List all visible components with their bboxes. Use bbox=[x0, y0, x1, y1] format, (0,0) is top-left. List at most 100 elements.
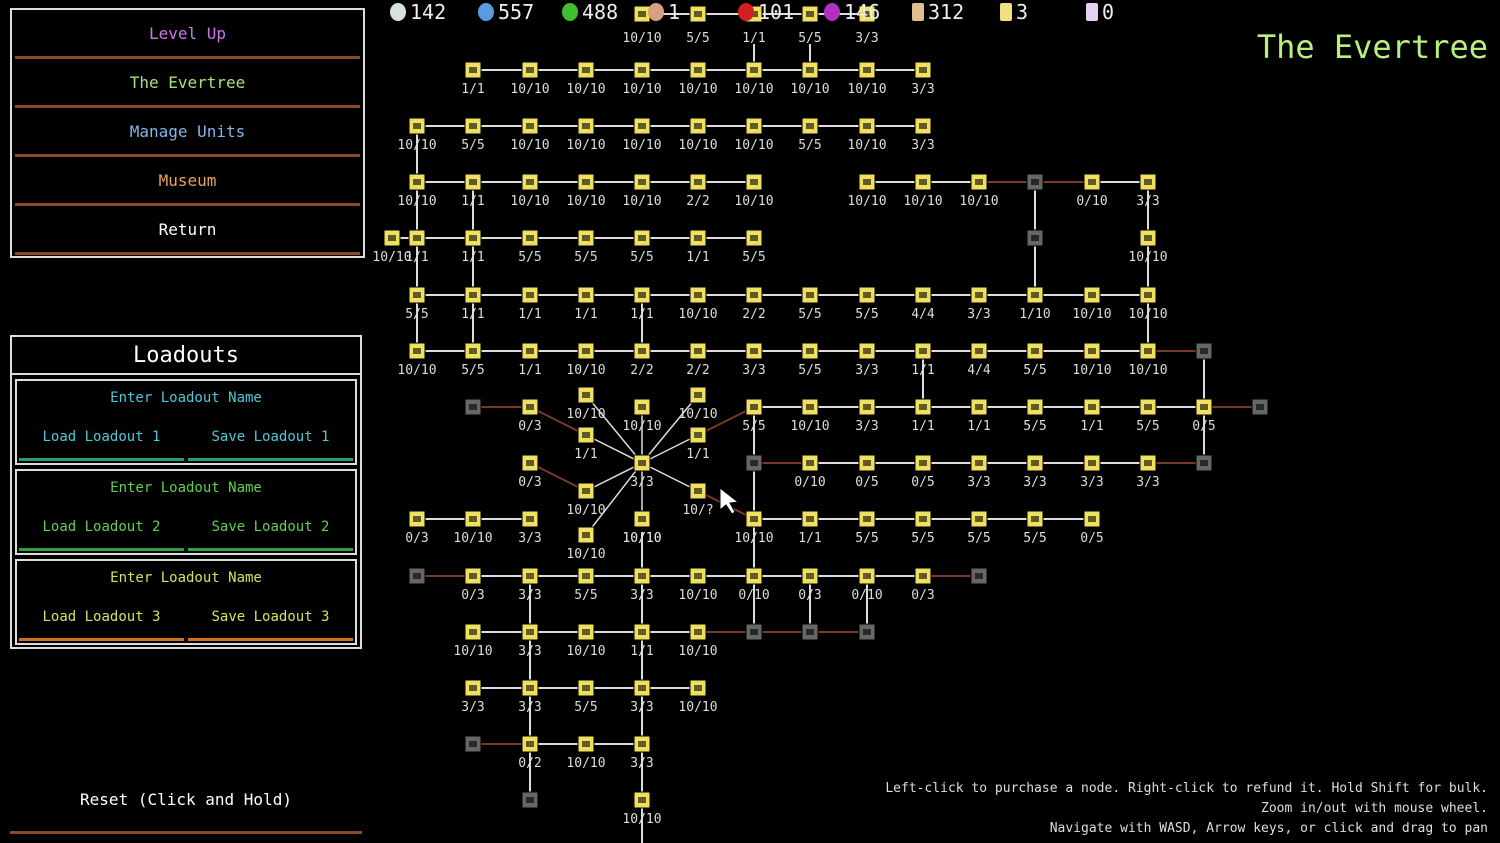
tree-node[interactable]: 4/4 bbox=[911, 286, 935, 322]
tree-node[interactable]: 10/10 bbox=[566, 623, 606, 659]
tree-node[interactable]: 5/5 bbox=[574, 229, 598, 265]
tree-node[interactable]: 0/10 bbox=[794, 454, 826, 490]
tree-node[interactable]: 0/3 bbox=[461, 567, 485, 603]
evertree-button[interactable]: The Evertree bbox=[15, 59, 360, 108]
tree-node[interactable]: 0/10 bbox=[1076, 173, 1108, 209]
tree-node[interactable]: 10/10 bbox=[397, 342, 437, 378]
tree-node[interactable]: 10/10 bbox=[678, 117, 718, 153]
tree-node[interactable]: 10/10 bbox=[622, 61, 662, 97]
tree-node[interactable]: 10/10 bbox=[678, 567, 718, 603]
tree-node[interactable]: 0/3 bbox=[405, 510, 429, 546]
tree-node[interactable]: 5/5 bbox=[461, 117, 485, 153]
save-loadout-button[interactable]: Save Loadout 1 bbox=[188, 415, 353, 461]
tree-node[interactable]: 10/10 bbox=[622, 5, 662, 46]
tree-node[interactable]: 3/3 bbox=[630, 679, 654, 715]
tree-node[interactable]: 5/5 bbox=[798, 286, 822, 322]
tree-node[interactable]: 5/5 bbox=[855, 286, 879, 322]
tree-node[interactable]: 1/1 bbox=[911, 398, 935, 434]
tree-node[interactable]: 5/5 bbox=[461, 342, 485, 378]
tree-node[interactable]: 0/5 bbox=[855, 454, 879, 490]
tree-node[interactable]: 10/10 bbox=[566, 173, 606, 209]
tree-node[interactable]: 3/3 bbox=[1136, 454, 1160, 490]
tree-node[interactable]: 3/3 bbox=[911, 61, 935, 97]
tree-node-locked[interactable] bbox=[521, 791, 539, 809]
tree-node[interactable]: 5/5 bbox=[518, 229, 542, 265]
tree-node-locked[interactable] bbox=[464, 398, 482, 416]
tree-node[interactable]: 10/10 bbox=[397, 173, 437, 209]
tree-node[interactable]: 1/1 bbox=[686, 426, 710, 462]
tree-node[interactable]: 5/5 bbox=[686, 5, 710, 46]
tree-node[interactable]: 10/10 bbox=[510, 173, 550, 209]
tree-node[interactable]: 2/2 bbox=[742, 286, 766, 322]
tree-node[interactable]: 3/3 bbox=[855, 342, 879, 378]
tree-node[interactable]: 10/10 bbox=[678, 61, 718, 97]
tree-node[interactable]: 1/1 bbox=[461, 173, 485, 209]
tree-node[interactable]: 5/5 bbox=[1023, 342, 1047, 378]
tree-node[interactable]: 0/5 bbox=[1192, 398, 1216, 434]
tree-node-locked[interactable] bbox=[801, 623, 819, 641]
tree-node[interactable]: 1/10 bbox=[1019, 286, 1051, 322]
tree-node[interactable]: 2/2 bbox=[686, 342, 710, 378]
tree-node[interactable]: 1/1 bbox=[798, 510, 822, 546]
tree-node[interactable]: 10/10 bbox=[734, 173, 774, 209]
tree-node-locked[interactable] bbox=[1195, 454, 1213, 472]
tree-node[interactable]: 10/10 bbox=[903, 173, 943, 209]
tree-node[interactable]: 10/10 bbox=[1072, 286, 1112, 322]
tree-node[interactable]: 5/5 bbox=[798, 342, 822, 378]
tree-node[interactable]: 10/10 bbox=[510, 117, 550, 153]
tree-node[interactable]: 10/10 bbox=[1072, 342, 1112, 378]
tree-node[interactable]: 3/3 bbox=[742, 342, 766, 378]
tree-node[interactable]: 10/10 bbox=[622, 173, 662, 209]
tree-node[interactable]: 5/5 bbox=[967, 510, 991, 546]
tree-node[interactable]: 10/10 bbox=[566, 342, 606, 378]
tree-node[interactable]: 10/10 bbox=[847, 173, 887, 209]
tree-node[interactable]: 10/10 bbox=[372, 229, 412, 265]
tree-node[interactable]: 1/1 bbox=[405, 229, 429, 265]
tree-node[interactable]: 10/10 bbox=[790, 61, 830, 97]
tree-node-locked[interactable] bbox=[745, 623, 763, 641]
tree-node-locked[interactable] bbox=[464, 735, 482, 753]
tree-node[interactable]: 5/5 bbox=[742, 229, 766, 265]
tree-node[interactable]: 10/? bbox=[682, 482, 714, 518]
tree-node[interactable]: 10/10 bbox=[622, 117, 662, 153]
loadout-name-input[interactable]: Enter Loadout Name bbox=[110, 480, 262, 496]
tree-node[interactable]: 10/10 bbox=[566, 386, 606, 422]
load-loadout-button[interactable]: Load Loadout 2 bbox=[19, 505, 184, 551]
tree-node[interactable]: 10/10 bbox=[566, 117, 606, 153]
tree-node-locked[interactable] bbox=[858, 623, 876, 641]
tree-node-locked[interactable] bbox=[408, 567, 426, 585]
tree-node[interactable]: 4/4 bbox=[967, 342, 991, 378]
tree-node[interactable]: 5/5 bbox=[1136, 398, 1160, 434]
tree-node[interactable]: 3/3 bbox=[518, 567, 542, 603]
tree-node[interactable]: 1/1 bbox=[461, 61, 485, 97]
tree-node[interactable]: 1/1 bbox=[574, 286, 598, 322]
tree-node[interactable]: 3/3 bbox=[1023, 454, 1047, 490]
tree-node[interactable]: 3/3 bbox=[461, 679, 485, 715]
tree-node[interactable]: 1/1 bbox=[518, 342, 542, 378]
tree-node[interactable]: 3/3 bbox=[630, 567, 654, 603]
tree-node[interactable]: 3/3 bbox=[630, 735, 654, 771]
tree-node[interactable]: 1/1 bbox=[461, 286, 485, 322]
tree-node[interactable]: 3/3 bbox=[967, 454, 991, 490]
tree-node[interactable]: 10/10 bbox=[847, 117, 887, 153]
tree-node[interactable]: 3/3 bbox=[518, 679, 542, 715]
tree-node[interactable]: 1/1 bbox=[686, 229, 710, 265]
tree-node[interactable]: 10/10 bbox=[510, 61, 550, 97]
tree-node[interactable]: 10/10 bbox=[678, 679, 718, 715]
manage-units-button[interactable]: Manage Units bbox=[15, 108, 360, 157]
tree-node[interactable]: 5/5 bbox=[405, 286, 429, 322]
tree-node[interactable]: 3/3 bbox=[1136, 173, 1160, 209]
tree-node[interactable]: 3/3 bbox=[630, 454, 654, 490]
museum-button[interactable]: Museum bbox=[15, 157, 360, 206]
tree-node[interactable]: 3/3 bbox=[855, 398, 879, 434]
tree-node[interactable]: 5/5 bbox=[855, 510, 879, 546]
tree-node[interactable]: 3/3 bbox=[967, 286, 991, 322]
tree-node[interactable]: 2/2 bbox=[630, 342, 654, 378]
tree-node[interactable]: 10/10 bbox=[790, 398, 830, 434]
tree-node[interactable]: 10/10 bbox=[622, 791, 662, 827]
save-loadout-button[interactable]: Save Loadout 3 bbox=[188, 595, 353, 641]
tree-node[interactable]: 10/10 bbox=[566, 61, 606, 97]
tree-node-locked[interactable] bbox=[1026, 229, 1044, 247]
tree-node[interactable]: 10/10 bbox=[566, 482, 606, 518]
